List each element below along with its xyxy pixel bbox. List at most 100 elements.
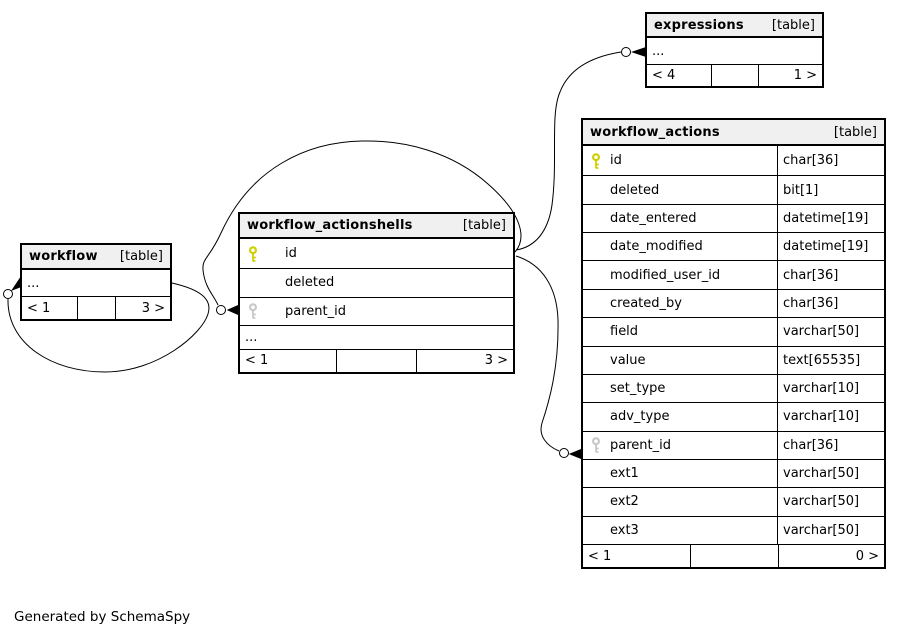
- column-name: ext3: [610, 522, 639, 538]
- generated-by-label: Generated by SchemaSpy: [14, 609, 191, 625]
- column-name-cell: ...: [22, 270, 170, 296]
- footer-mid-count: [335, 349, 417, 372]
- column-rows: id deleted parent_id...: [240, 239, 513, 349]
- table-tag: [table]: [771, 17, 815, 33]
- column-row-id: id: [240, 239, 513, 268]
- column-name: deleted: [610, 182, 660, 198]
- column-row-date_entered: date_entered datetime[19]: [583, 203, 884, 233]
- table-header-workflow_actionshells[interactable]: workflow_actionshells[table]: [240, 214, 513, 239]
- table-footer: < 1 0 >: [583, 544, 884, 568]
- column-type: char[36]: [777, 261, 884, 289]
- column-type: varchar[50]: [777, 318, 884, 346]
- column-type: datetime[19]: [777, 233, 884, 261]
- foreign-key-icon: [591, 437, 610, 454]
- column-name-cell: ext2: [583, 488, 777, 515]
- column-name-cell: ...: [647, 38, 822, 64]
- column-type: varchar[50]: [777, 459, 884, 488]
- column-type-text: varchar[10]: [783, 381, 860, 397]
- footer-right-count: 3 >: [114, 297, 170, 319]
- column-row-deleted: deleted: [240, 268, 513, 296]
- column-row-modified_user_id: modified_user_id char[36]: [583, 260, 884, 289]
- column-name-cell: deleted: [240, 269, 513, 296]
- table-footer: < 4 1 >: [647, 64, 822, 86]
- ellipsis-row: ...: [647, 38, 822, 64]
- column-type: varchar[10]: [777, 403, 884, 431]
- table-header-expressions[interactable]: expressions [table]: [647, 14, 822, 38]
- column-name-cell: date_entered: [583, 205, 777, 232]
- column-type-text: datetime[19]: [783, 210, 869, 226]
- relationship-actionshells-expressions: [515, 47, 646, 251]
- table-tag: [table]: [833, 124, 877, 140]
- column-name-cell: ext1: [583, 460, 777, 487]
- footer-mid-count: [689, 545, 779, 568]
- footer-left-count: < 4: [652, 68, 676, 83]
- column-row-ext2: ext2 varchar[50]: [583, 487, 884, 516]
- column-name-cell: modified_user_id: [583, 261, 777, 288]
- table-workflow_actions[interactable]: workflow_actions [table] id char[36] deleted…: [581, 118, 886, 570]
- footer-left-count: < 1: [588, 548, 612, 564]
- column-type-text: char[36]: [783, 437, 839, 453]
- column-type-text: varchar[10]: [783, 409, 860, 425]
- column-name: created_by: [610, 295, 682, 311]
- column-name-cell: deleted: [583, 176, 777, 203]
- column-type: varchar[10]: [777, 374, 884, 403]
- table-header-workflow_actions[interactable]: workflow_actions [table]: [583, 120, 884, 146]
- column-type-text: datetime[19]: [783, 239, 869, 255]
- column-type: bit[1]: [777, 176, 884, 204]
- fk-circle: [3, 289, 13, 299]
- column-name: deleted: [285, 275, 335, 291]
- column-name: ...: [245, 329, 258, 345]
- column-name-cell: created_by: [583, 290, 777, 317]
- column-row-set_type: set_type varchar[10]: [583, 373, 884, 403]
- column-name-cell: parent_id: [583, 432, 777, 459]
- column-row-ext1: ext1 varchar[50]: [583, 458, 884, 488]
- relationship-actionshells-workflow-actions: [515, 255, 581, 459]
- foreign-key-icon: [248, 303, 285, 320]
- table-name[interactable]: workflow_actions: [590, 124, 720, 140]
- column-name: id: [610, 153, 622, 169]
- column-name: adv_type: [610, 409, 670, 425]
- table-header-workflow[interactable]: workflow[table]: [22, 245, 170, 270]
- column-name: parent_id: [610, 437, 671, 453]
- column-name: field: [610, 324, 639, 340]
- column-row-ext3: ext3 varchar[50]: [583, 515, 884, 545]
- column-type: char[36]: [777, 431, 884, 459]
- table-name[interactable]: workflow: [29, 249, 98, 264]
- column-row-field: field varchar[50]: [583, 317, 884, 346]
- fk-arrow: [631, 47, 646, 57]
- table-workflow_actionshells[interactable]: workflow_actionshells[table]id deleted par…: [238, 212, 515, 374]
- table-name[interactable]: expressions: [654, 17, 744, 33]
- column-name-cell: set_type: [583, 375, 777, 402]
- fk-circle: [559, 448, 569, 458]
- column-name: ext2: [610, 494, 639, 510]
- column-name-cell: id: [583, 146, 777, 175]
- fk-arrow: [226, 305, 238, 315]
- column-name-cell: parent_id: [240, 298, 513, 325]
- column-name: ext1: [610, 466, 639, 482]
- column-name: parent_id: [285, 303, 346, 319]
- column-name: ...: [27, 275, 40, 291]
- column-name-cell: id: [240, 239, 513, 268]
- column-type-text: varchar[50]: [783, 466, 860, 482]
- table-name[interactable]: workflow_actionshells: [247, 218, 413, 233]
- footer-mid-count: [710, 65, 758, 86]
- column-rows: ...: [647, 38, 822, 64]
- primary-key-icon: [248, 245, 285, 262]
- column-name-cell: ...: [240, 326, 513, 349]
- table-expressions[interactable]: expressions [table]... < 4 1 >: [645, 12, 824, 88]
- column-type: varchar[50]: [777, 488, 884, 516]
- footer-right-count: 1 >: [757, 65, 823, 86]
- column-name: modified_user_id: [610, 267, 721, 283]
- column-type-text: char[36]: [783, 295, 839, 311]
- column-name: ...: [652, 43, 665, 59]
- column-type: char[36]: [777, 289, 884, 318]
- column-type-text: bit[1]: [783, 182, 819, 198]
- footer-right-count: 0 >: [778, 545, 884, 568]
- column-type-text: varchar[50]: [783, 522, 860, 538]
- column-type-text: varchar[50]: [783, 494, 860, 510]
- column-row-adv_type: adv_type varchar[10]: [583, 402, 884, 431]
